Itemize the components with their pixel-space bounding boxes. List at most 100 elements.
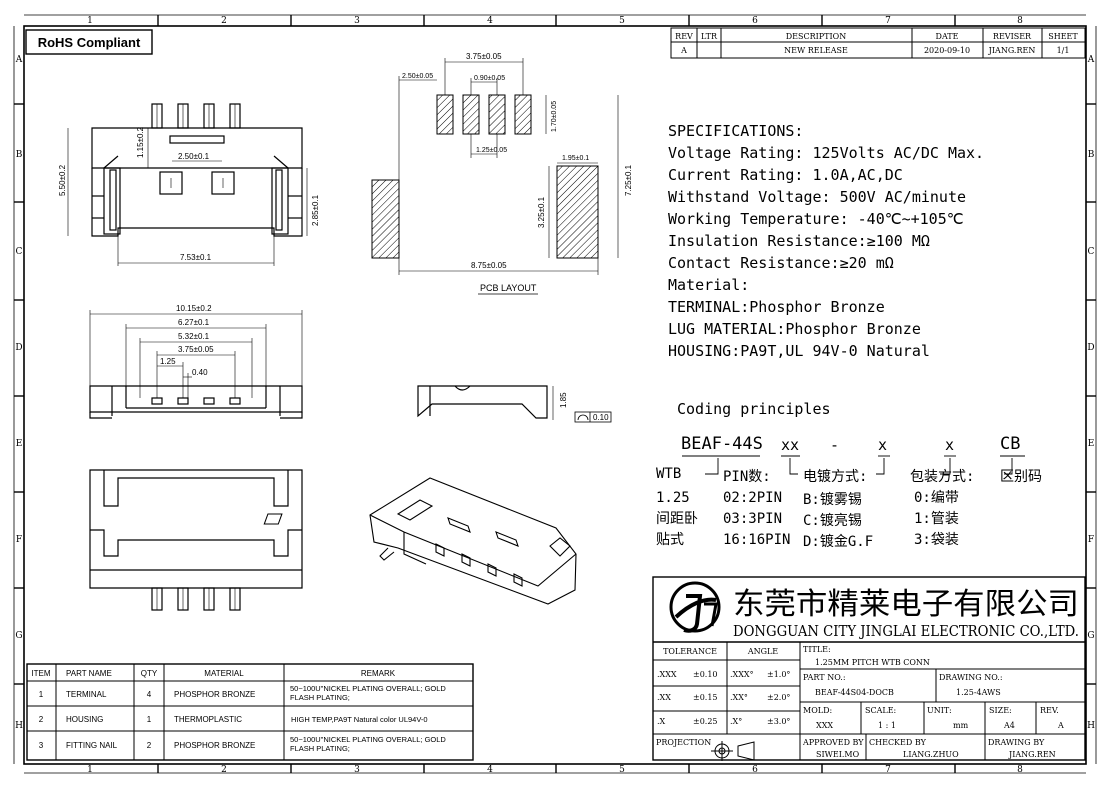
drawing-by-label: DRAWING BY bbox=[988, 738, 1045, 747]
col-number: 5 bbox=[619, 16, 625, 26]
tol-cell: ±0.25 bbox=[693, 717, 718, 726]
tolerance-label: TOLERANCE bbox=[663, 647, 717, 656]
pcb-layout-title: PCB LAYOUT bbox=[480, 283, 537, 293]
top-view-dim-text: 1.15±0.2 2.50±0.1 5.50±0.2 2.85±0.1 7.53… bbox=[58, 126, 320, 262]
coding-label-plating: 电镀方式: bbox=[803, 469, 868, 485]
coding-leaders bbox=[682, 455, 1025, 475]
row-letter: B bbox=[1088, 150, 1095, 160]
bom-cell: PHOSPHOR BRONZE bbox=[174, 690, 255, 699]
bom-cell: 1 bbox=[39, 690, 44, 699]
front-view-dim-text: 10.15±0.2 6.27±0.1 5.32±0.1 3.75±0.05 1.… bbox=[160, 304, 214, 377]
dim-2-85: 2.85±0.1 bbox=[311, 194, 320, 226]
title-label: TITLE: bbox=[803, 645, 831, 654]
drawing-no-label: DRAWING NO.: bbox=[939, 673, 1003, 682]
bom-cell: THERMOPLASTIC bbox=[174, 715, 242, 724]
revision-table bbox=[670, 27, 1086, 59]
spec-voltage: Voltage Rating: 125Volts AC/DC Max. bbox=[668, 144, 985, 162]
dim-7-53: 7.53±0.1 bbox=[180, 253, 212, 262]
tol-cell: .X° bbox=[730, 717, 742, 726]
col-number: 3 bbox=[354, 765, 360, 775]
dim-1-95: 1.95±0.1 bbox=[562, 155, 589, 162]
dim-6-27: 6.27±0.1 bbox=[178, 318, 210, 327]
coding-item: 贴式 bbox=[656, 532, 684, 548]
rev-header: REV bbox=[675, 32, 693, 41]
approved-label: APPROVED BY bbox=[802, 738, 864, 747]
part-no-label: PART NO.: bbox=[803, 673, 846, 682]
code-pins: xx bbox=[781, 436, 800, 454]
col-number: 1 bbox=[87, 16, 93, 26]
title-value: 1.25MM PITCH WTB CONN bbox=[815, 658, 930, 667]
bom-remark-terminal: 50~100U"NICKEL PLATING OVERALL; GOLD FLA… bbox=[290, 684, 446, 702]
scale-value: 1 : 1 bbox=[878, 721, 896, 730]
dim-10-15: 10.15±0.2 bbox=[176, 304, 212, 313]
row-letter: E bbox=[16, 439, 23, 449]
coding-item: 16:16PIN bbox=[723, 532, 791, 548]
projection-label: PROJECTION bbox=[656, 738, 711, 747]
dim-1-70: 1.70±0.05 bbox=[551, 101, 558, 132]
spec-contact: Contact Resistance:≥20 mΩ bbox=[668, 254, 894, 272]
spec-housing: HOUSING:PA9T,UL 94V-0 Natural bbox=[668, 342, 930, 360]
reviser-value: JIANG.REN bbox=[988, 46, 1036, 55]
coding-title: Coding principles bbox=[677, 400, 831, 418]
tol-cell: ±0.15 bbox=[693, 693, 718, 702]
coding-col-pins: 02:2PIN 03:3PIN 16:16PIN bbox=[723, 488, 790, 551]
title-block-text: 东莞市精莱电子有限公司 DONGGUAN CITY JINGLAI ELECTR… bbox=[656, 587, 1079, 759]
bom-remark-fitting-nail: 50~100U"NICKEL PLATING OVERALL; GOLD FLA… bbox=[290, 735, 446, 753]
bom-header-remark: REMARK bbox=[361, 669, 396, 678]
dim-5-32: 5.32±0.1 bbox=[178, 332, 210, 341]
bom-cell: 2 bbox=[39, 715, 44, 724]
coding-label-suffix: 区别码 bbox=[1000, 469, 1042, 485]
col-number: 7 bbox=[885, 16, 891, 26]
dim-1-25-front: 1.25 bbox=[160, 357, 176, 366]
dim-0-40: 0.40 bbox=[192, 368, 208, 377]
col-number: 4 bbox=[487, 765, 493, 775]
tol-cell: .XX° bbox=[730, 693, 748, 702]
spec-heading: SPECIFICATIONS: bbox=[668, 122, 804, 140]
sheet-value: 1/1 bbox=[1057, 46, 1070, 55]
rev-label: REV. bbox=[1040, 706, 1059, 715]
row-letter: C bbox=[1088, 247, 1095, 257]
row-letter: F bbox=[1088, 535, 1094, 545]
bom-header-item: ITEM bbox=[31, 669, 50, 678]
date-value: 2020-09-10 bbox=[924, 46, 970, 55]
bom-header-material: MATERIAL bbox=[204, 669, 244, 678]
top-view-dims bbox=[67, 128, 308, 266]
unit-value: mm bbox=[953, 721, 969, 730]
front-view-dims bbox=[89, 310, 303, 398]
dim-3-75: 3.75±0.05 bbox=[466, 52, 502, 61]
bom-header-part-name: PART NAME bbox=[66, 669, 112, 678]
bom-cell: 3 bbox=[39, 741, 44, 750]
coding-item: 02:2PIN bbox=[723, 490, 783, 506]
coding-item: 3:袋装 bbox=[914, 532, 959, 548]
dim-1-15: 1.15±0.2 bbox=[136, 126, 145, 158]
bom-header-qty: QTY bbox=[141, 669, 158, 678]
dim-3-75-front: 3.75±0.05 bbox=[178, 345, 214, 354]
projection-symbol-icon bbox=[711, 741, 755, 761]
col-number: 8 bbox=[1017, 16, 1023, 26]
row-letter: E bbox=[1088, 439, 1095, 449]
bom-cell: TERMINAL bbox=[66, 690, 107, 699]
mold-value: XXX bbox=[816, 721, 833, 730]
company-logo bbox=[669, 581, 721, 633]
bom-cell: HIGH TEMP,PA9T Natural color UL94V-0 bbox=[291, 715, 428, 724]
checked-value: LIANG.ZHUO bbox=[903, 750, 959, 759]
coding-item: 间距卧 bbox=[656, 511, 698, 527]
coding-item: 1:管装 bbox=[914, 511, 959, 527]
bom-cell: FITTING NAIL bbox=[66, 741, 118, 750]
code-plating: x bbox=[878, 436, 888, 454]
dim-2-50: 2.50±0.1 bbox=[178, 152, 210, 161]
code-dash: - bbox=[830, 436, 840, 454]
coding-item: 03:3PIN bbox=[723, 511, 783, 527]
bom-text: ITEM PART NAME QTY MATERIAL REMARK 1 TER… bbox=[31, 669, 427, 750]
tol-cell: ±1.0° bbox=[767, 670, 790, 679]
coding-label-wtb: WTB bbox=[656, 466, 682, 482]
code-suffix: CB bbox=[1000, 434, 1021, 454]
tol-cell: ±0.10 bbox=[693, 670, 718, 679]
title-block bbox=[652, 576, 1086, 761]
coding-item: B:镀雾锡 bbox=[803, 492, 862, 508]
tol-cell: .X bbox=[657, 717, 666, 726]
col-number: 4 bbox=[487, 16, 493, 26]
row-letter: B bbox=[16, 150, 23, 160]
description-header: DESCRIPTION bbox=[786, 32, 846, 41]
col-number: 8 bbox=[1017, 765, 1023, 775]
